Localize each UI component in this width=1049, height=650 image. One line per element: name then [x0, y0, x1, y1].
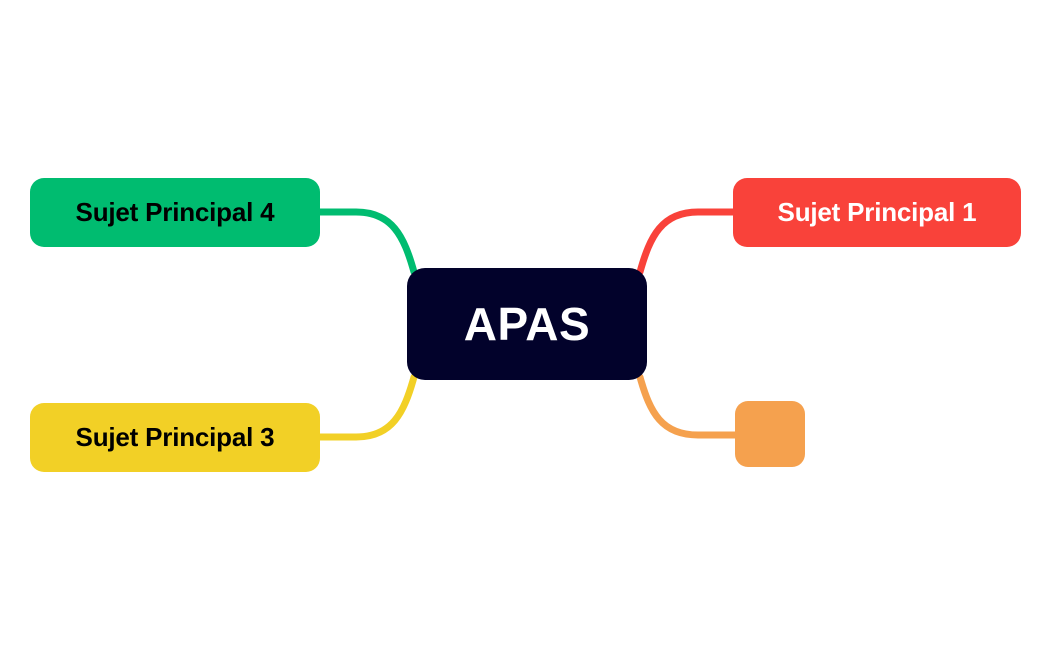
connector-branch-2: [636, 373, 743, 439]
node-label: Sujet Principal 1: [777, 197, 977, 227]
mindmap-node-sujet-principal-4[interactable]: Sujet Principal 4: [30, 178, 320, 247]
connector-branch-1: [636, 208, 741, 276]
connector-branch-4: [314, 208, 418, 276]
mindmap-node-sujet-principal-1[interactable]: Sujet Principal 1: [733, 178, 1021, 247]
mindmap-node-sujet-principal-3[interactable]: Sujet Principal 3: [30, 403, 320, 472]
mindmap-node-empty-orange[interactable]: [735, 401, 805, 467]
node-label: Sujet Principal 4: [75, 197, 275, 227]
connector-branch-3: [314, 373, 418, 441]
node-label: Sujet Principal 3: [75, 422, 275, 452]
root-node-label: APAS: [463, 298, 591, 350]
mindmap-root-node-apas[interactable]: APAS: [407, 268, 647, 380]
